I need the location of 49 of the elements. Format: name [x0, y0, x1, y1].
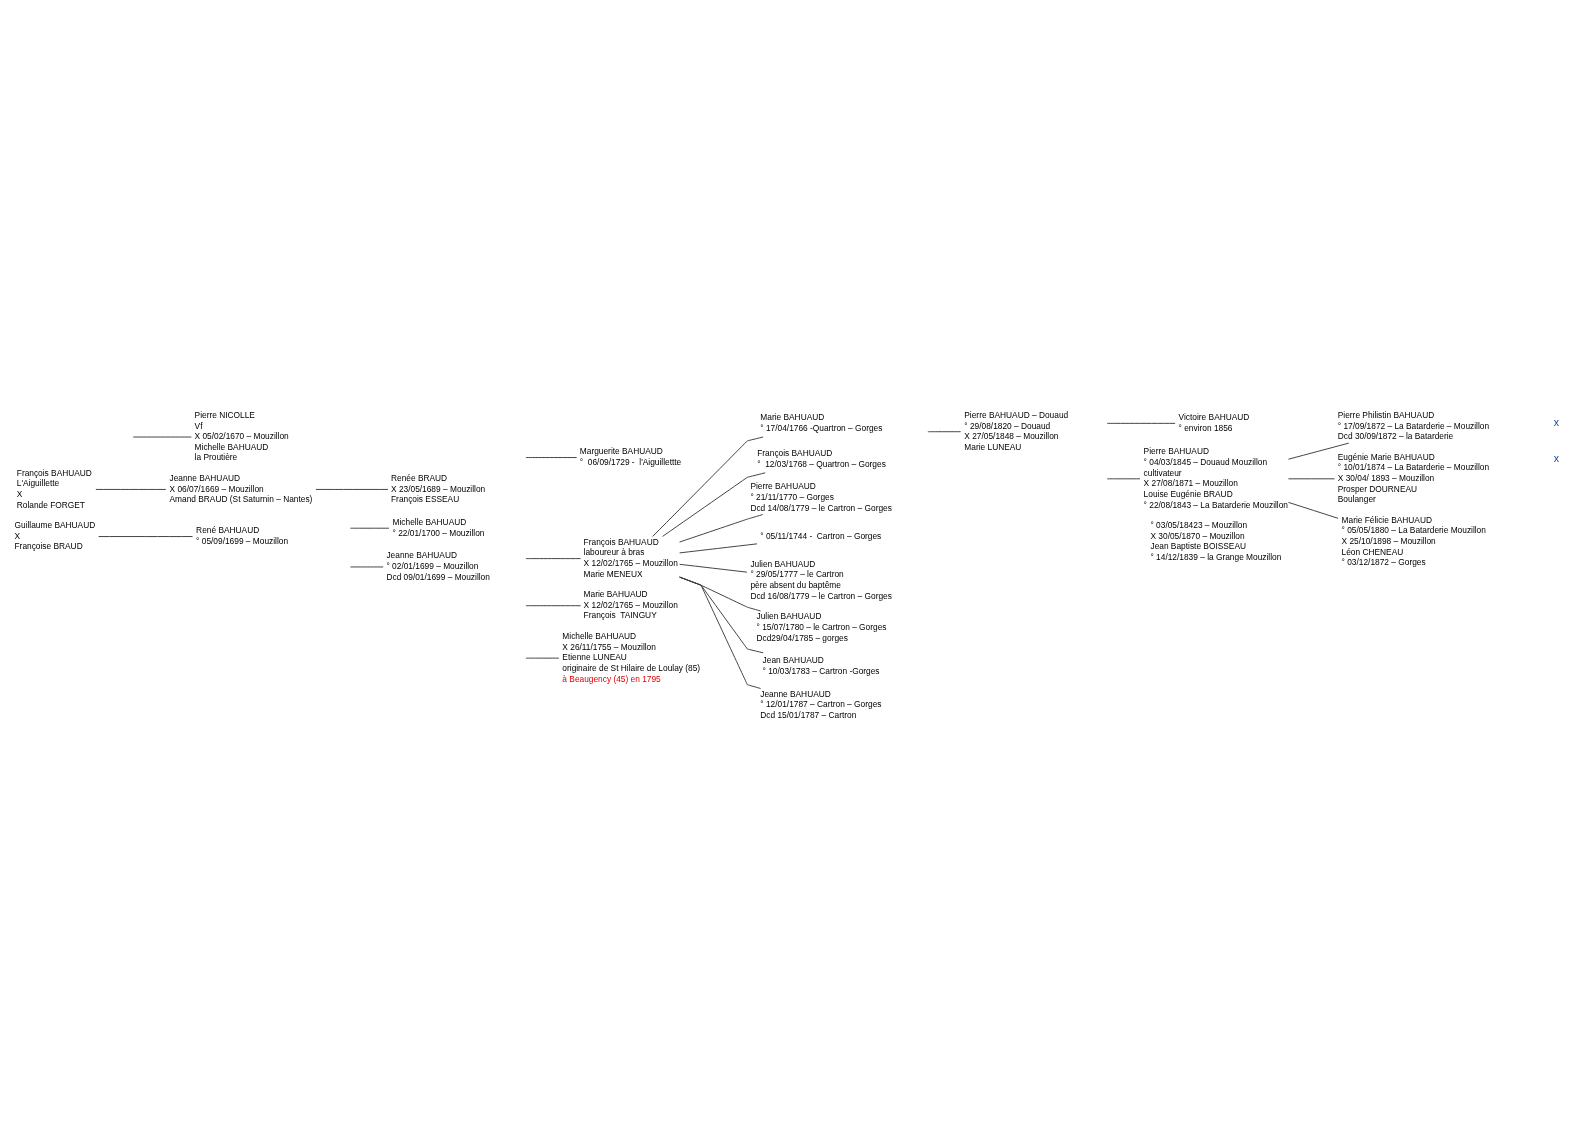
- node-text: Julien BAHUAUD ° 15/07/1780 – le Cartron – Gorges Dcd29/04/1785 – gorges: [756, 611, 887, 643]
- node-text: Michelle BAHUAUD X 26/11/1755 – Mouzillon Etienne LUNEAU originaire de St Hilaire de Loulay (85) à Beaugency (45) en 1795: [562, 630, 701, 684]
- connector: [349, 527, 390, 529]
- connector: [525, 605, 582, 607]
- node-text: Renée BRAUD X 23/05/1689 – Mouzillon François ESSEAU: [391, 472, 486, 505]
- node-text: Marie BAHUAUD ° 17/04/1766 -Quartron – Gorges: [760, 412, 883, 433]
- node-text: Marie Félicie BAHUAUD ° 05/05/1880 – La Batarderie Mouzillon X 25/10/1898 – Mouzillon Léon CHENEAU ° 03/12/1872 – Gorges: [1341, 514, 1486, 568]
- node-text: Julien BAHUAUD ° 29/05/1777 – le Cartron père absent du baptême Dcd 16/08/1779 – le Cartron – Gorges: [750, 558, 892, 601]
- node-text: Jeanne BAHUAUD X 06/07/1669 – Mouzillon Amand BRAUD (St Saturnin – Nantes): [169, 472, 313, 505]
- node-text: ° 05/11/1744 - Cartron – Gorges: [760, 530, 882, 541]
- connector: [652, 436, 764, 537]
- connector: [1106, 478, 1141, 480]
- connector: [1106, 422, 1176, 424]
- connector: [525, 457, 578, 458]
- connector: [927, 431, 962, 433]
- connector: [98, 536, 193, 537]
- connector: [315, 489, 389, 490]
- connector: [679, 563, 748, 573]
- node-text: Marguerite BAHUAUD ° 06/09/1729 - l'Aiguillettte: [579, 446, 682, 467]
- node-text: François BAHUAUD laboureur à bras X 12/02/1765 – Mouzillon Marie MENEUX: [583, 536, 678, 579]
- connector: [525, 657, 560, 659]
- node-text: Pierre NICOLLE Vf X 05/02/1670 – Mouzillon Michelle BAHUAUD la Proutière: [194, 409, 289, 463]
- node-text: Victoire BAHUAUD ° environ 1856: [1178, 412, 1250, 433]
- connector: [679, 576, 762, 689]
- node-text: ° 03/05/18423 – Mouzillon X 30/05/1870 – Mouzillon Jean Baptiste BOISSEAU ° 14/12/1839 – la Grange Mouzillon: [1150, 520, 1282, 562]
- label: x: [1553, 416, 1560, 429]
- connector: [1288, 478, 1335, 480]
- node-text: Jeanne BAHUAUD ° 12/01/1787 – Cartron – Gorges Dcd 15/01/1787 – Cartron: [760, 688, 882, 721]
- connector: [525, 558, 582, 560]
- connector: [679, 514, 764, 543]
- node-text: Jean BAHUAUD ° 10/03/1783 – Cartron -Gorges: [762, 655, 880, 676]
- node-text: Pierre Philistin BAHUAUD ° 17/09/1872 – La Batarderie – Mouzillon Dcd 30/09/1872 – la Batarderie: [1337, 409, 1490, 442]
- node-text: Marie BAHUAUD X 12/02/1765 – Mouzillon François TAINGUY: [583, 589, 678, 621]
- connector: [679, 543, 758, 554]
- label: x: [1553, 451, 1560, 464]
- node-text: Pierre BAHUAUD – Douaud ° 29/08/1820 – Douaud X 27/05/1848 – Mouzillon Marie LUNEAU: [964, 409, 1069, 452]
- node-text: Pierre BAHUAUD ° 21/11/1770 – Gorges Dcd 14/08/1779 – le Cartron – Gorges: [750, 481, 892, 513]
- node-text: Pierre BAHUAUD ° 04/03/1845 – Douaud Mouzillon cultivateur X 27/08/1871 – Mouzillon Louise Eugénie BRAUD ° 22/08/1843 – La Batarderie Mouzillon: [1143, 446, 1288, 510]
- node-text: Guillaume BAHUAUD X Françoise BRAUD: [14, 520, 96, 552]
- node-text: Jeanne BAHUAUD ° 02/01/1699 – Mouzillon Dcd 09/01/1699 – Mouzillon: [386, 550, 490, 582]
- node-text: Michelle BAHUAUD ° 22/01/1700 – Mouzillon: [392, 517, 485, 538]
- connector: [662, 472, 766, 537]
- node-text: François BAHUAUD ° 12/03/1768 – Quartron – Gorges: [757, 447, 886, 469]
- connector: [1288, 442, 1350, 460]
- node-text: René BAHUAUD ° 05/09/1699 – Mouzillon: [196, 525, 289, 547]
- node-text: François BAHUAUD L'Aiguillette X Rolande FORGET: [16, 467, 92, 510]
- connector: [1288, 501, 1339, 519]
- connector: [95, 489, 167, 490]
- node-text: Eugénie Marie BAHUAUD ° 10/01/1874 – La Batarderie – Mouzillon X 30/04/ 1893 – Mouzillon Prosper DOURNEAU Boulanger: [1337, 451, 1490, 505]
